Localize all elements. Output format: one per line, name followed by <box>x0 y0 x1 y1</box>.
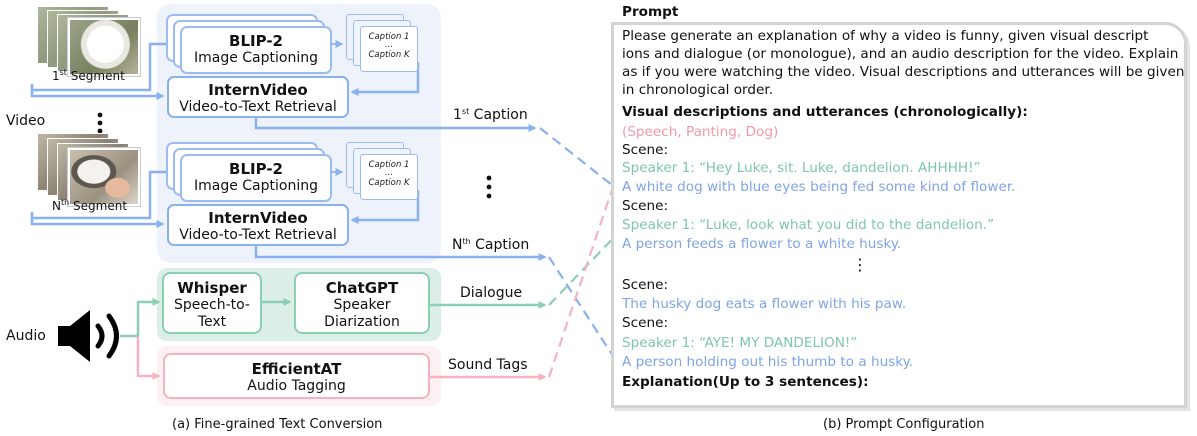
arrow-audio-to-efficientat <box>136 336 161 380</box>
video-label: Video <box>6 113 46 129</box>
blip-title-2: BLIP-2 <box>229 160 283 178</box>
prompt-ellipsis: ⋮ <box>852 255 868 274</box>
prompt-scene-4-label: Scene: <box>622 315 669 331</box>
internvideo-subtitle-1: Video-to-Text Retrieval <box>179 99 337 115</box>
prompt-sound-tags-line: (Speech, Panting, Dog) <box>622 124 779 140</box>
captions-ellipsis <box>486 175 492 199</box>
arrow-audio-to-whisper <box>120 298 161 338</box>
blip-subtitle-2: Image Captioning <box>193 178 318 194</box>
prompt-scene-4-visual: A person holding out his thumb to a husk… <box>622 354 914 370</box>
dashed-sound-tags-link <box>547 159 624 378</box>
caption-first-text-2: Caption 1 <box>368 160 410 170</box>
dialogue-label: Dialogue <box>460 285 523 301</box>
chatgpt-subtitle-line2: Diarization <box>324 314 400 330</box>
video-frame-hand-dog-image <box>68 148 140 206</box>
caption-last-text-2: Caption K <box>368 178 410 188</box>
dashed-first-caption-link <box>539 127 623 194</box>
chatgpt-box: ChatGPT Speaker Diarization <box>294 272 430 334</box>
prompt-scene-3-label: Scene: <box>622 277 669 293</box>
prompt-scene-2-speech: Speaker 1: “Luke, look what you did to t… <box>622 217 995 233</box>
prompt-scene-1-visual: A white dog with blue eyes being fed som… <box>622 179 1016 195</box>
chatgpt-subtitle-line1: Speaker <box>333 297 391 313</box>
sound-tags-label: Sound Tags <box>448 357 528 373</box>
whisper-title: Whisper <box>177 279 247 297</box>
caption-ellipsis-1: ... <box>384 40 394 50</box>
chatgpt-title: ChatGPT <box>325 279 399 297</box>
prompt-instruction-line-4: in chronological order. <box>622 82 774 98</box>
video-frame-dog-image <box>68 18 140 76</box>
prompt-section-heading: Visual descriptions and utterances (chro… <box>622 104 1028 120</box>
blip-box-1: BLIP-2 Image Captioning <box>180 26 332 74</box>
blip-title-1: BLIP-2 <box>229 32 283 50</box>
whisper-subtitle-line2: Text <box>197 314 227 330</box>
internvideo-box-2: InternVideo Video-to-Text Retrieval <box>167 204 349 246</box>
internvideo-title-2: InternVideo <box>208 209 308 227</box>
prompt-box <box>611 22 1187 408</box>
caption-ellipsis-2: ... <box>384 168 394 178</box>
caption-card-2 <box>360 154 418 200</box>
blip-subtitle-1: Image Captioning <box>193 50 318 66</box>
first-caption-label: 1st Caption <box>453 107 528 123</box>
prompt-explanation-heading: Explanation(Up to 3 sentences): <box>622 374 869 390</box>
arrow-captions-to-internvideo-2 <box>350 190 420 224</box>
dashed-last-caption-link <box>548 256 623 371</box>
speaker-icon <box>58 310 119 362</box>
efficientat-title: EfficientAT <box>251 360 342 378</box>
segment-first-label: 1st Segment <box>52 68 125 83</box>
whisper-subtitle-line1: Speech-to- <box>174 297 250 313</box>
prompt-heading: Prompt <box>622 4 679 20</box>
caption-first-text-1: Caption 1 <box>368 32 410 42</box>
whisper-box: Whisper Speech-to- Text <box>162 272 262 334</box>
arrow-segmentN-to-internvideo <box>30 212 165 228</box>
arrow-captions-to-internvideo-1 <box>350 62 420 96</box>
panel-a-caption: (a) Fine-grained Text Conversion <box>172 417 383 432</box>
internvideo-box-1: InternVideo Video-to-Text Retrieval <box>167 76 349 118</box>
panel-b-caption: (b) Prompt Configuration <box>823 417 985 432</box>
caption-card-1 <box>360 26 418 72</box>
internvideo-title-1: InternVideo <box>208 81 308 99</box>
prompt-scene-1-speech: Speaker 1: “Hey Luke, sit. Luke, dandeli… <box>622 160 981 176</box>
segment-last-label: Nth Segment <box>52 198 128 213</box>
blip-box-2: BLIP-2 Image Captioning <box>180 154 332 202</box>
prompt-scene-2-visual: A person feeds a flower to a white husky… <box>622 236 902 252</box>
prompt-instruction-line-2: ions and dialogue (or monologue), and an… <box>622 46 1179 62</box>
arrow-segment1-to-internvideo <box>30 84 165 100</box>
prompt-instruction-line-3: as if you were watching the video. Visua… <box>622 64 1185 80</box>
prompt-scene-3-visual: The husky dog eats a flower with his paw… <box>622 296 907 312</box>
last-caption-label: Nth Caption <box>452 237 530 253</box>
arrow-last-caption-out <box>254 246 547 261</box>
arrow-first-caption-out <box>254 118 537 132</box>
prompt-instruction-line-1: Please generate an explanation of why a … <box>622 28 1149 44</box>
efficientat-box: EfficientAT Audio Tagging <box>163 353 430 399</box>
internvideo-subtitle-2: Video-to-Text Retrieval <box>179 227 337 243</box>
segments-ellipsis <box>97 112 103 134</box>
prompt-scene-1-label: Scene: <box>622 142 669 158</box>
prompt-scene-2-label: Scene: <box>622 198 669 214</box>
caption-last-text-1: Caption K <box>368 50 410 60</box>
efficientat-subtitle: Audio Tagging <box>247 378 346 394</box>
audio-label: Audio <box>6 328 46 344</box>
prompt-scene-4-speech: Speaker 1: “AYE! MY DANDELION!” <box>622 335 858 351</box>
